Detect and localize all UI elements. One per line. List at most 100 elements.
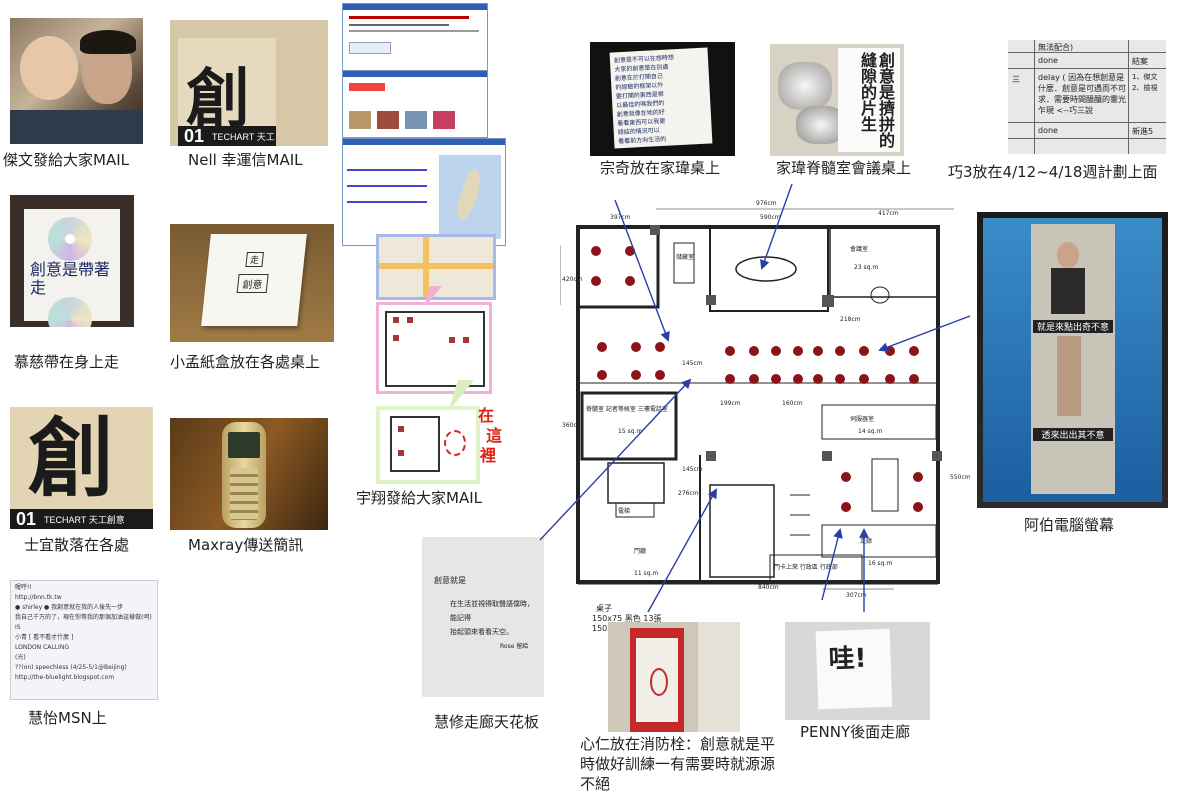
- screenshot-mail-2: [342, 70, 488, 138]
- msn-line: 我自己千万的了，現在你等我的那個加油這樣做(呵): [15, 614, 152, 621]
- photo-musi: 創意是帶著走: [10, 195, 134, 327]
- plan-elevator: 電梯: [618, 507, 630, 515]
- plan-store: 儲藏室: [676, 253, 694, 261]
- server-room: [821, 404, 937, 440]
- photo-qiao3-sheet: 無法配合) done 結案 三 delay ( 因為在想創意是什麼．創意是可遇而…: [1008, 40, 1166, 154]
- caption-xinren: 心仁放在消防栓：創意就是平時做好訓練一有需要時就源源不絕: [580, 735, 776, 793]
- round-table: [870, 286, 890, 304]
- caption-xiaomeng: 小孟紙盒放在各處桌上: [170, 353, 321, 371]
- conference-room: [709, 226, 829, 312]
- caption-huiyi: 慧怡MSN上: [28, 709, 107, 727]
- cd-disc-top: [48, 217, 92, 261]
- creative-paper: 創意是擠拼的縫隙的片生: [838, 48, 900, 152]
- photo-jiawei-crumple: 創意是擠拼的縫隙的片生: [770, 44, 904, 156]
- floorplan-thumb-green: [376, 406, 480, 484]
- cd-handwriting: 創意是帶著走: [30, 260, 111, 297]
- plan-lobby-area: 11 sq.m: [634, 570, 658, 577]
- caption-penny: PENNY後面走廊: [800, 723, 911, 741]
- hydrant-box: [630, 628, 684, 732]
- photo-maxray: [170, 418, 328, 530]
- dim-7: 199cm: [720, 400, 741, 407]
- msn-line: 小青 [ 看不看才什麼 ]: [15, 634, 74, 641]
- dim-8: 160cm: [782, 400, 803, 407]
- dim-9: 145cm: [682, 466, 703, 473]
- dim-2: 976cm: [756, 200, 777, 207]
- caption-jiewen: 傑文發給大家MAIL: [3, 151, 129, 169]
- dim-6: 145cm: [682, 360, 703, 367]
- corridor-block: [821, 524, 937, 558]
- pantry: [769, 554, 863, 582]
- plan-pantry: 門卡上來 行政區 行政部: [774, 563, 838, 571]
- caption-abo: 阿伯電腦螢幕: [1024, 516, 1115, 534]
- green-connector: [448, 380, 474, 412]
- screenshot-google-map: [342, 138, 506, 246]
- here-label-zai: 在: [478, 406, 495, 425]
- photo-abo-monitor: 就是來點出奇不意 透來出出其不意: [977, 212, 1168, 508]
- left-wing: [576, 225, 660, 309]
- dim-3: 590cm: [760, 214, 781, 221]
- msn-line: IS: [15, 624, 21, 631]
- screenshot-mail-1: [342, 3, 488, 71]
- baby-face: [20, 36, 78, 100]
- caption-huixiu: 慧修走廊天花板: [434, 713, 540, 731]
- msn-line: http://bnn.tk.tw: [15, 594, 62, 601]
- photo-window: 就是來點出奇不意 透來出出其不意: [1031, 224, 1115, 494]
- plan-conference-area: 23 sq.m: [854, 264, 878, 271]
- caption-nell: Nell 幸運信MAIL: [188, 151, 303, 169]
- desk-note-title: 桌子: [596, 604, 612, 613]
- chairs: [591, 246, 923, 512]
- stair-block: [709, 484, 775, 578]
- plan-server-area: 14 sq.m: [858, 428, 882, 435]
- here-label-zhe: 這: [486, 426, 503, 445]
- paper-box: 走 創意: [201, 234, 307, 326]
- photo-xiaomeng: 走 創意: [170, 224, 334, 342]
- msn-line: (光): [15, 654, 26, 661]
- plan-meeting: 脊髓室 記者等候室 三樓電話室: [586, 405, 668, 413]
- chuang-char: 創: [186, 62, 250, 137]
- plan-conference: 會議室: [850, 245, 868, 253]
- dim-15: 550cm: [950, 474, 970, 481]
- man-hair: [80, 30, 136, 54]
- dim-13: 360cm: [562, 422, 583, 429]
- dim-11: 840cm: [758, 584, 779, 591]
- caption-maxray: Maxray傳送簡訊: [188, 536, 304, 554]
- caption-musi: 慕慈帶在身上走: [14, 353, 120, 371]
- plan-meeting-area: 15 sq.m: [618, 428, 642, 435]
- dim-4: 417cm: [878, 210, 899, 217]
- phone: [222, 422, 266, 528]
- caption-yuxiang: 宇翔發給大家MAIL: [356, 489, 482, 507]
- floor-plan: 會議室 23 sq.m 脊髓室 記者等候室 三樓電話室 15 sq.m 門廳 1…: [560, 200, 970, 599]
- plan-server: 伺服器室: [850, 415, 874, 423]
- plan-lobby: 門廳: [634, 547, 646, 555]
- dim-14: 420cm: [562, 276, 583, 283]
- wa-paper: 哇!: [815, 628, 893, 710]
- photo-zongqi-note: 創意是不可以在想時想大家的創意是在別處創意在於打開自己的經驗的框架以外要打開的東…: [590, 42, 735, 156]
- meeting-room: [580, 391, 678, 461]
- dim-12: 307cm: [846, 592, 867, 599]
- here-label-li: 裡: [480, 446, 497, 465]
- elevator-box: [607, 462, 665, 504]
- dim-5: 218cm: [840, 316, 861, 323]
- chuang-char: 創: [28, 408, 114, 509]
- photo-penny-wa: 哇!: [785, 622, 930, 720]
- msn-chat-log: 喔呼!!http://bnn.tk.tw● shirley ● 我創意就在我的人…: [15, 583, 153, 683]
- meeting-table: [735, 256, 797, 282]
- cd-disc-bottom: [48, 297, 92, 327]
- plan-corridor: 走廊: [860, 537, 872, 545]
- caption-shiyi: 士宜散落在各處: [24, 536, 130, 554]
- dim-1: 397cm: [610, 214, 631, 221]
- photo-huiyi-msn: 喔呼!!http://bnn.tk.tw● shirley ● 我創意就在我的人…: [10, 580, 158, 700]
- caption-qiao3: 巧3放在4/12~4/18週計劃上面: [948, 163, 1158, 181]
- caption-jiawei: 家瑋脊髓室會議桌上: [776, 159, 912, 177]
- desk-note-1: 150x75 黑色 13張: [592, 614, 662, 623]
- floorplan-thumb-pink: [376, 302, 492, 394]
- msn-line: ● shirley ● 我創意就在我的人後先一步: [15, 604, 124, 611]
- photo-xinren-hydrant: [608, 622, 740, 732]
- handwritten-note: 創意是不可以在想時想大家的創意是在別處創意在於打開自己的經驗的框架以外要打開的東…: [609, 47, 713, 149]
- photo-jiewen: [10, 18, 143, 144]
- plan-corridor-area: 16 sq.m: [868, 560, 892, 567]
